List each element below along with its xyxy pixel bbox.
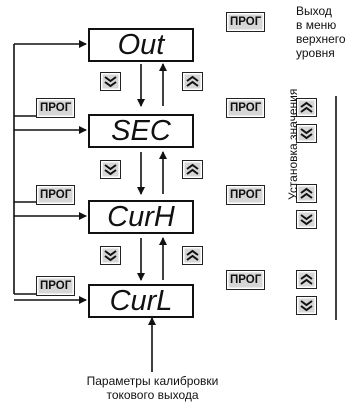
double-chevron-down-icon bbox=[296, 296, 317, 315]
prog-button-curh-right: ПРОГ bbox=[226, 185, 266, 205]
double-chevron-up-icon bbox=[296, 98, 317, 117]
double-chevron-down-icon bbox=[296, 210, 317, 229]
prog-button-sec-left: ПРОГ bbox=[36, 98, 76, 118]
bottom-note-line2: токового выхода bbox=[106, 388, 199, 402]
double-chevron-up-icon bbox=[296, 184, 317, 203]
exit-note-line1: Выход bbox=[296, 4, 332, 18]
bottom-note-line1: Параметры калибровки bbox=[86, 374, 219, 388]
prog-button-curl-left: ПРОГ bbox=[36, 276, 76, 296]
double-chevron-down-icon bbox=[100, 246, 121, 265]
prog-button-curl-right: ПРОГ bbox=[226, 270, 266, 290]
bottom-note: Параметры калибровки токового выхода bbox=[70, 374, 235, 402]
double-chevron-up-icon bbox=[182, 72, 203, 91]
menu-item-curh: CurH bbox=[88, 200, 194, 234]
double-chevron-up-icon bbox=[182, 160, 203, 179]
double-chevron-down-icon bbox=[100, 72, 121, 91]
exit-note-line3: верхнего bbox=[296, 32, 346, 46]
double-chevron-up-icon bbox=[296, 270, 317, 289]
menu-item-curl: CurL bbox=[88, 284, 194, 318]
side-label: Установка значения bbox=[286, 88, 300, 200]
menu-item-sec: SEC bbox=[88, 114, 194, 148]
double-chevron-down-icon bbox=[296, 124, 317, 143]
double-chevron-up-icon bbox=[182, 246, 203, 265]
prog-button-sec-right: ПРОГ bbox=[226, 98, 266, 118]
prog-button-curh-left: ПРОГ bbox=[36, 185, 76, 205]
exit-note-line4: уровня bbox=[296, 46, 335, 60]
exit-note: Выход в меню верхнего уровня bbox=[296, 4, 346, 60]
prog-button-out-right: ПРОГ bbox=[226, 12, 266, 32]
double-chevron-down-icon bbox=[100, 160, 121, 179]
menu-item-out: Out bbox=[88, 28, 194, 62]
exit-note-line2: в меню bbox=[296, 18, 337, 32]
